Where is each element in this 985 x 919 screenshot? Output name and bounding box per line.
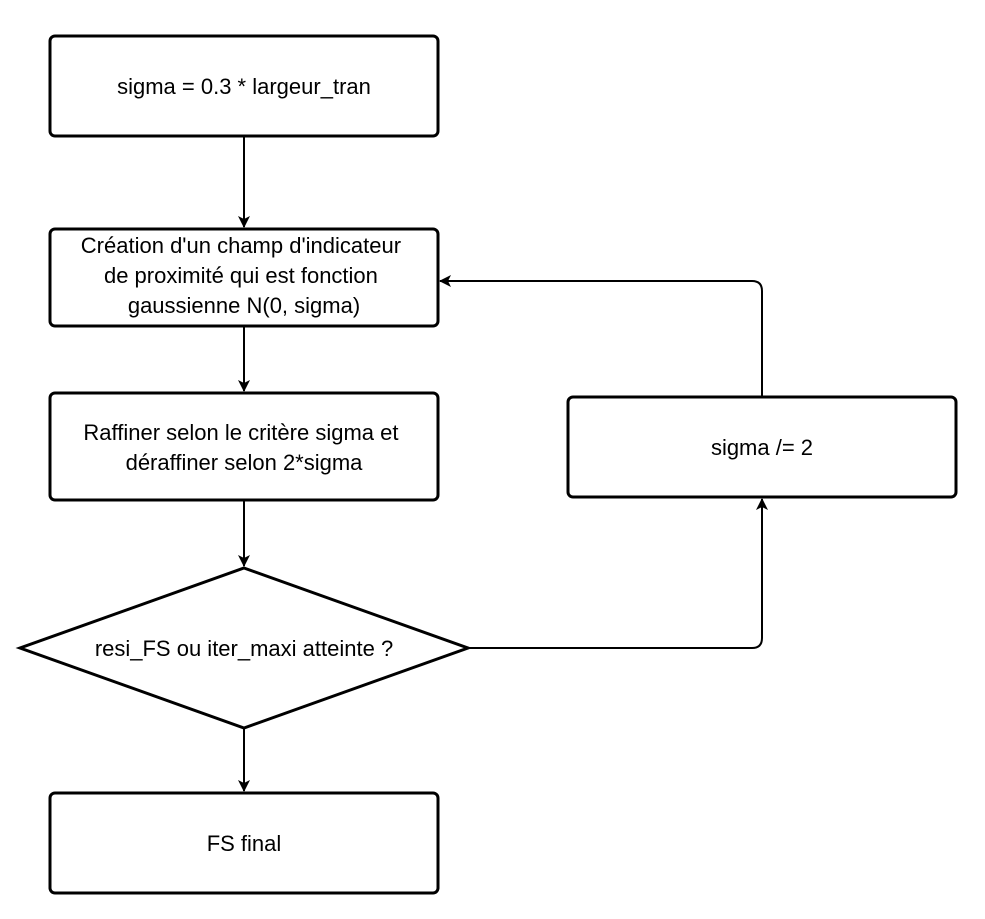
halve-label: sigma /= 2 bbox=[711, 435, 813, 460]
refine-box bbox=[48, 391, 440, 502]
arrow-halve-to-indicator bbox=[439, 275, 763, 397]
decision-label: resi_FS ou iter_maxi atteinte ? bbox=[95, 636, 393, 661]
init-label: sigma = 0.3 * largeur_tran bbox=[117, 74, 371, 99]
refine-label: Raffiner selon le critère sigma et déraf… bbox=[83, 420, 404, 475]
final-box bbox=[48, 791, 440, 895]
indicator-label: Création d'un champ d'indicateur de prox… bbox=[81, 233, 407, 318]
arrow-decision-to-halve bbox=[468, 498, 768, 649]
final-label: FS final bbox=[207, 831, 282, 856]
